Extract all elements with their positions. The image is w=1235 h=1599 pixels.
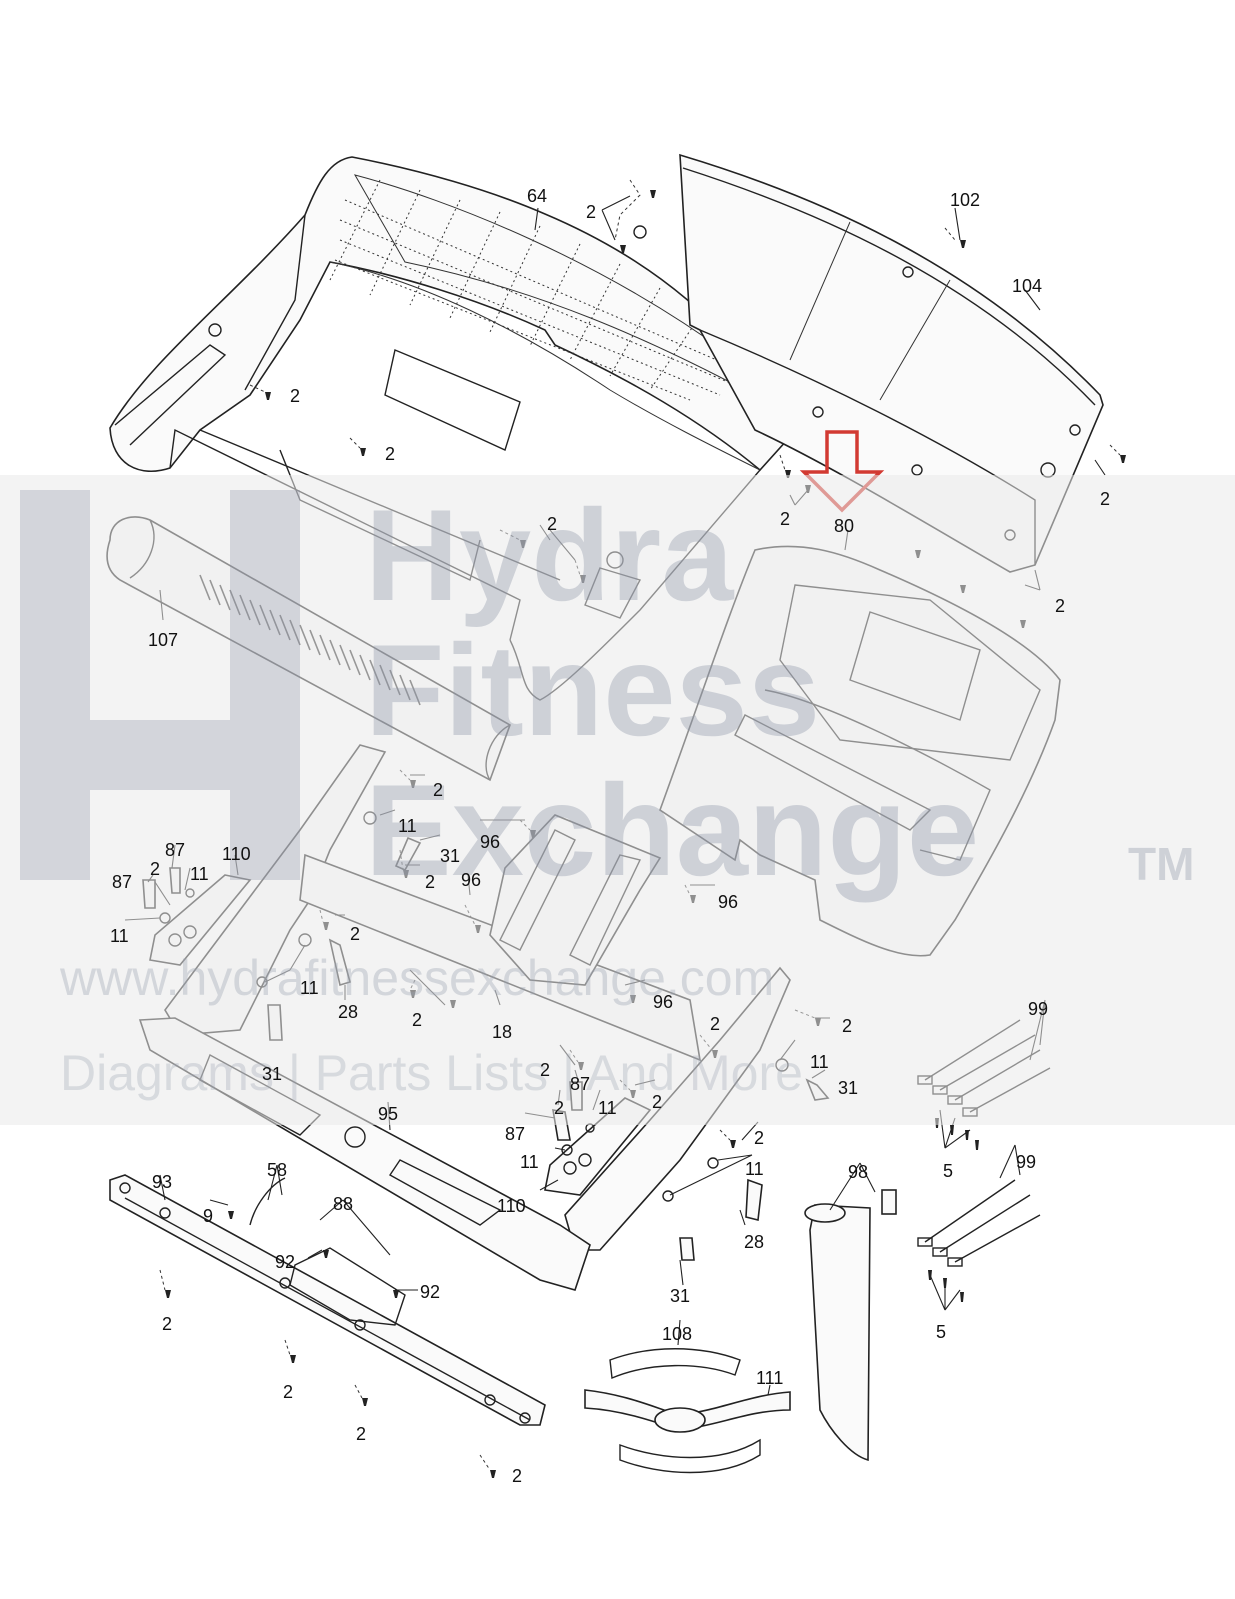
callout-11-c: 11 bbox=[110, 926, 129, 946]
watermark-tagline: Diagrams | Parts Lists | And More bbox=[60, 1045, 803, 1101]
callout-58: 58 bbox=[267, 1160, 287, 1180]
callout-18: 18 bbox=[492, 1022, 512, 1042]
callout-88: 88 bbox=[333, 1194, 353, 1214]
callout-11-b: 11 bbox=[190, 864, 209, 884]
callout-2-s: 2 bbox=[162, 1314, 172, 1334]
callout-9: 9 bbox=[203, 1206, 213, 1226]
callout-31-a: 31 bbox=[440, 846, 460, 866]
callout-2-k: 2 bbox=[350, 924, 360, 944]
callout-64: 64 bbox=[527, 186, 547, 206]
callout-2-b: 2 bbox=[290, 386, 300, 406]
watermark-url: www.hydrafitnessexchange.com bbox=[59, 950, 774, 1006]
callout-98: 98 bbox=[848, 1162, 868, 1182]
callout-31-c: 31 bbox=[838, 1078, 858, 1098]
callout-11-a: 11 bbox=[398, 816, 417, 836]
callout-5-b: 5 bbox=[936, 1322, 946, 1342]
callout-2-c: 2 bbox=[385, 444, 395, 464]
watermark-tm: TM bbox=[1128, 838, 1194, 890]
callout-2-d: 2 bbox=[1100, 489, 1110, 509]
callout-96-c: 96 bbox=[718, 892, 738, 912]
callout-92-a: 92 bbox=[275, 1252, 295, 1272]
callout-99-a: 99 bbox=[1028, 999, 1048, 1019]
callout-2-o: 2 bbox=[540, 1060, 550, 1080]
watermark-line3: Exchange bbox=[365, 757, 979, 903]
callout-111: 111 bbox=[756, 1368, 783, 1388]
callout-110-b: 110 bbox=[497, 1196, 526, 1216]
callout-2-t: 2 bbox=[283, 1382, 293, 1402]
part-104-top-panel bbox=[633, 153, 1104, 573]
callout-108: 108 bbox=[662, 1324, 692, 1344]
callout-2-f: 2 bbox=[547, 514, 557, 534]
callout-11-h: 11 bbox=[745, 1159, 764, 1179]
callout-104: 104 bbox=[1012, 276, 1042, 296]
callout-96-d: 96 bbox=[653, 992, 673, 1012]
callout-11-g: 11 bbox=[520, 1152, 539, 1172]
watermark-line1: Hydra bbox=[365, 482, 735, 628]
part-98-strap bbox=[804, 1189, 897, 1462]
callout-99-b: 99 bbox=[1016, 1152, 1036, 1172]
part-58-cable bbox=[249, 1177, 286, 1226]
callout-87-b: 87 bbox=[112, 872, 132, 892]
callout-96-a: 96 bbox=[480, 832, 500, 852]
callouts: 64 2 102 104 2 2 2 2 80 2 2 107 2 11 31 … bbox=[110, 186, 1110, 1486]
watermark: Hydra Fitness Exchange TM www.hydrafitne… bbox=[0, 475, 1235, 1125]
callout-11-d: 11 bbox=[300, 978, 319, 998]
callout-2-j: 2 bbox=[425, 872, 435, 892]
callout-2-h: 2 bbox=[433, 780, 443, 800]
callout-87-a: 87 bbox=[165, 840, 185, 860]
callout-96-b: 96 bbox=[461, 870, 481, 890]
callout-11-f: 11 bbox=[598, 1098, 617, 1118]
callout-5-a: 5 bbox=[943, 1161, 953, 1181]
callout-2-g: 2 bbox=[1055, 596, 1065, 616]
callout-31-b: 31 bbox=[262, 1064, 282, 1084]
callout-2-n: 2 bbox=[842, 1016, 852, 1036]
callout-107: 107 bbox=[148, 630, 178, 650]
callout-2-q: 2 bbox=[554, 1098, 564, 1118]
callout-80: 80 bbox=[834, 516, 854, 536]
callout-2-l: 2 bbox=[412, 1010, 422, 1030]
callout-95: 95 bbox=[378, 1104, 398, 1124]
callout-2-p: 2 bbox=[652, 1092, 662, 1112]
callout-28-b: 28 bbox=[744, 1232, 764, 1252]
callout-102: 102 bbox=[950, 190, 980, 210]
callout-87-d: 87 bbox=[505, 1124, 525, 1144]
part-108-111-chest-strap bbox=[584, 1348, 791, 1474]
watermark-band bbox=[0, 475, 1235, 1125]
callout-11-e: 11 bbox=[810, 1052, 829, 1072]
callout-2-m: 2 bbox=[710, 1014, 720, 1034]
callout-92-b: 92 bbox=[420, 1282, 440, 1302]
part-99-bars-lower bbox=[917, 1179, 1041, 1267]
callout-2-v: 2 bbox=[512, 1466, 522, 1486]
callout-2-u: 2 bbox=[356, 1424, 366, 1444]
callout-2-i: 2 bbox=[150, 859, 160, 879]
callout-31-d: 31 bbox=[670, 1286, 690, 1306]
callout-2-r: 2 bbox=[754, 1128, 764, 1148]
callout-28-a: 28 bbox=[338, 1002, 358, 1022]
callout-87-c: 87 bbox=[570, 1074, 590, 1094]
callout-2-a: 2 bbox=[586, 202, 596, 222]
watermark-line2: Fitness bbox=[365, 617, 820, 763]
callout-110-a: 110 bbox=[222, 844, 251, 864]
callout-93: 93 bbox=[152, 1172, 172, 1192]
watermark-logo-icon bbox=[20, 490, 300, 880]
part-93-rail bbox=[109, 1174, 546, 1426]
callout-2-e: 2 bbox=[780, 509, 790, 529]
